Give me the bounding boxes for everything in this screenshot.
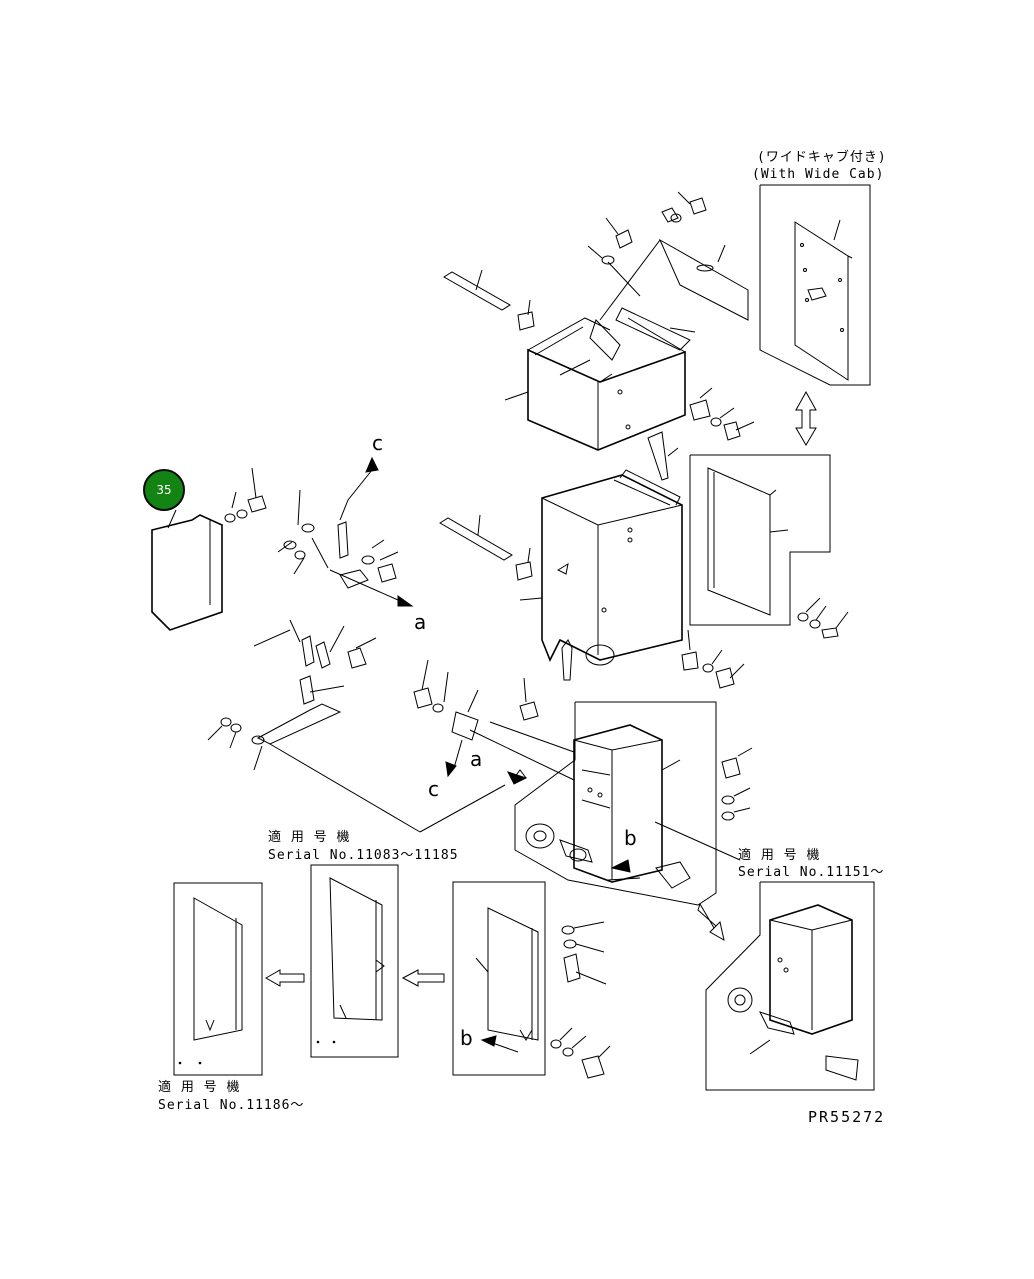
ref-letter-c-top: c	[372, 431, 383, 455]
serial-11186-inset	[173, 882, 263, 1076]
serial-label-en-3: Serial No.11186～	[158, 1098, 305, 1113]
ref-letter-a-left: a	[414, 610, 427, 634]
serial-label-en-2: Serial No.11151～	[738, 865, 885, 880]
middle-console-box	[439, 469, 745, 689]
cover-inset	[689, 454, 849, 639]
ref-letter-b-housing: b	[624, 826, 637, 850]
ref-letter-b-inset: b	[460, 1026, 473, 1050]
serial-label-jp-2: 適 用 号 機	[738, 848, 821, 863]
lever-linkage	[207, 456, 506, 833]
side-plate	[151, 467, 267, 631]
lower-console-housing	[413, 659, 753, 985]
serial-11083-inset	[310, 864, 399, 1058]
serial-label-jp-3: 適 用 号 機	[158, 1080, 241, 1095]
wide-cab-label-jp: (ワイドキャブ付き)	[757, 150, 887, 165]
callout-35-number: 35	[156, 483, 172, 497]
serial-label-jp-1: 適 用 号 機	[268, 830, 351, 845]
wide-cab-inset	[759, 184, 871, 386]
serial-11151-inset	[705, 881, 875, 1091]
current-cover-inset	[452, 881, 611, 1079]
callout-35-button[interactable]: 35	[143, 469, 185, 511]
ref-letter-c-center: c	[428, 777, 439, 801]
arrow-left-2	[401, 969, 445, 987]
double-arrow	[795, 390, 817, 446]
serial-label-en-1: Serial No.11083～11185	[268, 848, 459, 863]
ref-letter-a-center: a	[470, 747, 483, 771]
wide-cab-label-en: (With Wide Cab)	[752, 167, 885, 182]
upper-console-box	[443, 191, 755, 481]
arrow-left-1	[264, 969, 305, 987]
drawing-code: PR55272	[808, 1108, 886, 1126]
